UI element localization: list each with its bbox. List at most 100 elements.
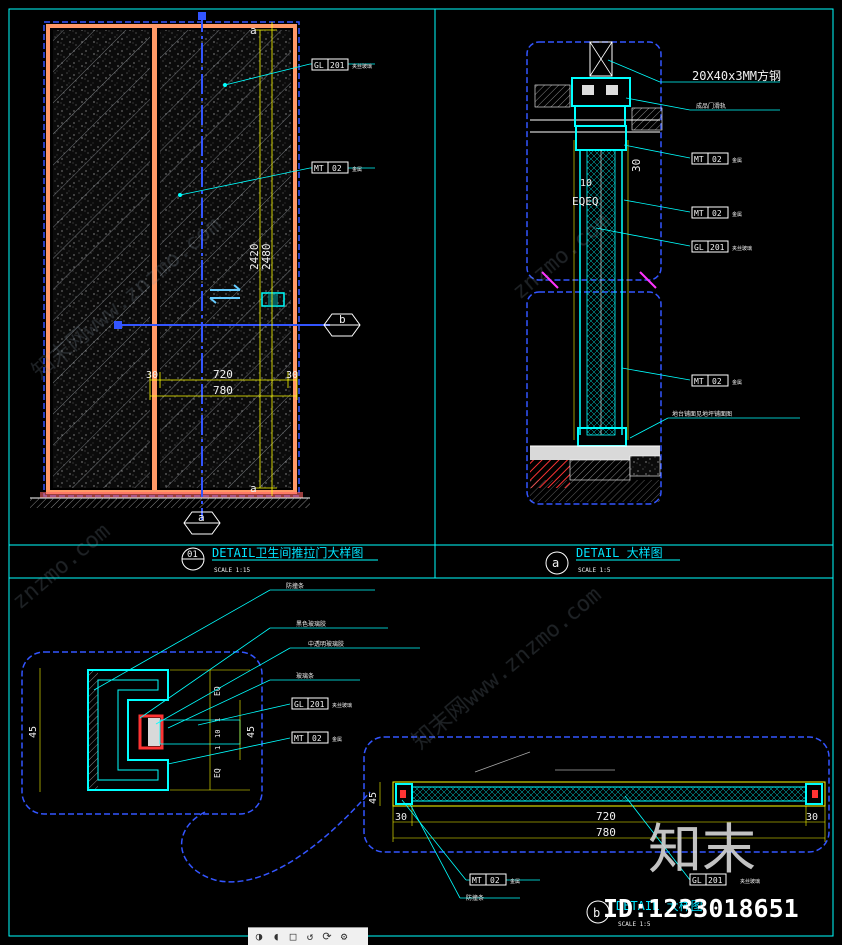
dim-2480: 2480 — [260, 244, 273, 271]
watermark-id: ID:1233018651 — [603, 894, 799, 923]
panel4-scale: SCALE 1:5 — [618, 921, 651, 928]
svg-text:MT: MT — [694, 155, 704, 164]
panel-joint-detail: 45 EQ EQ 1 10 1 45 — [21, 582, 420, 883]
svg-text:MT: MT — [694, 209, 704, 218]
svg-text:MT: MT — [694, 377, 704, 386]
dim-1-bottom: 1 — [214, 746, 222, 750]
panel2-scale: SCALE 1:5 — [578, 567, 611, 574]
section-a-tag-3: GL 201 夹丝玻璃 — [691, 240, 752, 253]
dim-780: 780 — [213, 384, 233, 397]
svg-text:夹丝玻璃: 夹丝玻璃 — [740, 878, 760, 885]
section-a-tag-1: MT 02 金属 — [691, 152, 742, 165]
label-glass-strip: 玻璃条 — [296, 672, 314, 680]
svg-text:金属: 金属 — [510, 878, 520, 885]
joint-tag-gl: GL 201 夹丝玻璃 — [291, 697, 352, 710]
svg-text:夹丝玻璃: 夹丝玻璃 — [352, 63, 372, 70]
dim-eq-1: EQ — [213, 686, 222, 696]
panel2-title-num: a — [552, 556, 559, 570]
svg-text:MT: MT — [314, 164, 324, 173]
panel-plan-b: 45 30 30 720 780 MT 02 金属 GL 201 夹丝玻璃 防撞… — [363, 736, 830, 928]
panel4-title: DETAIL 大样图 — [616, 898, 703, 913]
svg-text:a: a — [198, 511, 205, 524]
svg-text:金属: 金属 — [732, 211, 742, 218]
marker-top-a: a — [250, 24, 257, 37]
viewer-toolbar: ◑ ◖ □ ↺ ⟳ ⚙ — [248, 927, 368, 945]
label-square-tube: 20X40x3MM方钢 — [692, 68, 781, 83]
dim-45-left: 45 — [28, 726, 39, 738]
svg-text:201: 201 — [710, 243, 725, 252]
svg-text:金属: 金属 — [352, 166, 362, 173]
svg-text:金属: 金属 — [732, 157, 742, 164]
svg-text:02: 02 — [332, 164, 342, 173]
plan-tag-gl: GL 201 夹丝玻璃 — [689, 873, 760, 886]
svg-text:02: 02 — [490, 876, 500, 885]
svg-text:MT: MT — [472, 876, 482, 885]
section-a-tag-4: MT 02 金属 — [691, 374, 742, 387]
svg-text:b: b — [339, 313, 346, 326]
svg-text:02: 02 — [712, 155, 722, 164]
tag-gl-201: GL 201 夹丝玻璃 — [311, 58, 372, 71]
panel4-title-block: b DETAIL 大样图 SCALE 1:5 — [586, 898, 703, 928]
zoom-in-icon[interactable]: ◑ — [255, 930, 263, 943]
svg-text:GL: GL — [692, 876, 702, 885]
plan-tag-mt: MT 02 金属 — [469, 873, 520, 886]
svg-text:夹丝玻璃: 夹丝玻璃 — [732, 245, 752, 252]
label-floor-finish: 地台铺面见地坪铺面图 — [672, 410, 732, 418]
panel2-title-block: a DETAIL 大样图 SCALE 1:5 — [545, 545, 680, 575]
svg-text:201: 201 — [310, 700, 325, 709]
dim-45-right: 45 — [246, 726, 257, 738]
label-door-track: 成品门滑轨 — [696, 102, 726, 110]
rotate-icon[interactable]: ↺ — [306, 930, 314, 943]
label-clear-sealant: 中透明玻璃胶 — [308, 640, 344, 648]
dim-30-left: 30 — [146, 370, 158, 381]
label-black-sealant: 黑色玻璃胶 — [296, 620, 326, 628]
section-a-tag-2: MT 02 金属 — [691, 206, 742, 219]
dim-eqeq: EQEQ — [572, 195, 599, 208]
watermark-brand: 知末 — [648, 818, 756, 881]
panel-section-a: 20X40x3MM方钢 成品门滑轨 30 10 EQEQ MT 02 金属 MT… — [526, 41, 800, 575]
dim-eq-2: EQ — [213, 768, 222, 778]
plan-dim-780: 780 — [596, 826, 616, 839]
plan-dim-30-left: 30 — [395, 812, 407, 823]
svg-text:知末网www.znzmo.com: 知末网www.znzmo.com — [408, 582, 607, 754]
tag-mt-02: MT 02 金属 — [311, 161, 362, 174]
panel4-title-num: b — [593, 906, 600, 920]
panel1-title-num: 01 — [187, 550, 198, 560]
plan-label-bumper: 防撞条 — [466, 894, 484, 902]
svg-text:金属: 金属 — [332, 736, 342, 743]
dim-720: 720 — [213, 368, 233, 381]
svg-text:金属: 金属 — [732, 379, 742, 386]
panel1-scale: SCALE 1:15 — [214, 567, 251, 574]
svg-text:znzmo.com: znzmo.com — [8, 519, 115, 615]
svg-text:02: 02 — [312, 734, 322, 743]
refresh-icon[interactable]: ⟳ — [322, 930, 332, 943]
svg-text:夹丝玻璃: 夹丝玻璃 — [332, 702, 352, 709]
svg-text:02: 02 — [712, 209, 722, 218]
plan-dim-45: 45 — [368, 792, 379, 804]
panel-door-elevation: 2420 2480 a a 720 780 30 30 GL — [30, 12, 378, 574]
joint-tag-mt: MT 02 金属 — [291, 731, 342, 744]
svg-text:02: 02 — [712, 377, 722, 386]
svg-text:GL: GL — [694, 243, 704, 252]
section-callout-a: a — [183, 511, 221, 535]
svg-text:201: 201 — [708, 876, 723, 885]
svg-text:201: 201 — [330, 61, 345, 70]
settings-icon[interactable]: ⚙ — [340, 930, 348, 943]
panel1-title: DETAIL卫生间推拉门大样图 — [212, 545, 363, 560]
plan-dim-720: 720 — [596, 810, 616, 823]
dim-30-section: 30 — [630, 159, 643, 172]
slide-direction-arrow-icon — [209, 284, 241, 304]
pan-icon[interactable]: ◖ — [272, 930, 280, 943]
dim-10-section: 10 — [580, 178, 592, 189]
panel1-title-block: 01 DETAIL卫生间推拉门大样图 SCALE 1:15 — [181, 545, 378, 574]
svg-text:GL: GL — [314, 61, 324, 70]
plan-dim-30-right: 30 — [806, 812, 818, 823]
dim-10-mid: 10 — [214, 730, 222, 738]
label-bumper: 防撞条 — [286, 582, 304, 590]
svg-text:MT: MT — [294, 734, 304, 743]
panel2-title: DETAIL 大样图 — [576, 545, 663, 560]
dim-30-right: 30 — [286, 370, 298, 381]
stop-icon[interactable]: □ — [289, 930, 297, 943]
section-callout-b: b — [323, 313, 361, 337]
